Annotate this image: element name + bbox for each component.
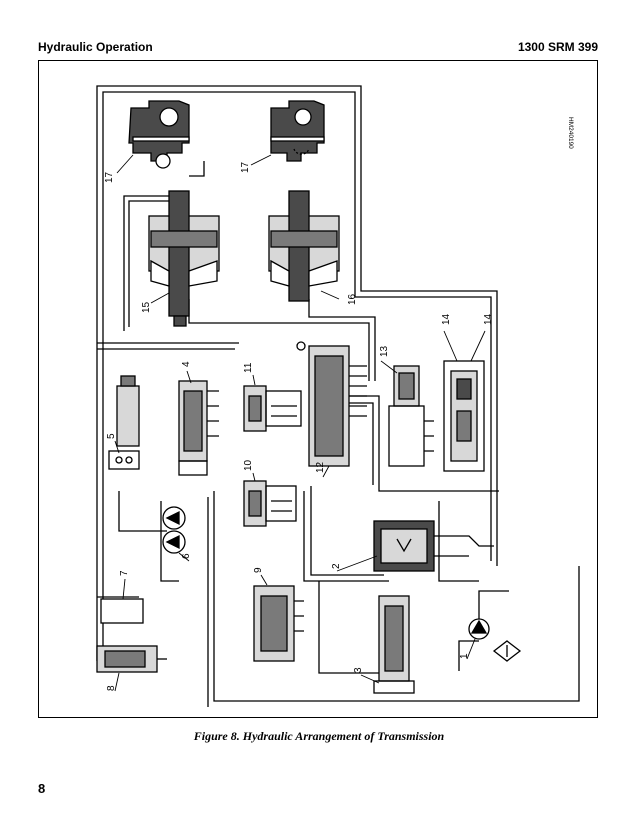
- figure-code: HM240190: [567, 117, 574, 149]
- callout-6: 6: [181, 553, 192, 559]
- page-number: 8: [38, 781, 46, 796]
- callout-12: 12: [315, 461, 326, 473]
- callout-labels: 1 2 3 4 5 6 7 8 9 10 11 12 13 14 14 15 1…: [104, 117, 574, 691]
- document-id: 1300 SRM 399: [517, 40, 598, 54]
- callout-15: 15: [141, 301, 152, 313]
- callout-9: 9: [253, 567, 264, 573]
- callout-5: 5: [106, 433, 117, 439]
- component-13-valve: [388, 365, 434, 467]
- callout-8: 8: [106, 685, 117, 691]
- callout-10: 10: [243, 459, 254, 471]
- callout-13: 13: [379, 345, 390, 357]
- component-17-right: [270, 100, 325, 162]
- callout-14-right: 14: [483, 313, 494, 325]
- callout-1: 1: [459, 653, 470, 659]
- component-1-pump: [468, 618, 522, 662]
- callout-4: 4: [181, 361, 192, 367]
- callout-11: 11: [243, 362, 254, 373]
- callout-3: 3: [353, 667, 364, 673]
- component-2-converter: [373, 520, 494, 572]
- component-7-cooler: [100, 598, 144, 624]
- component-6-pumps: [162, 506, 186, 554]
- component-14-valve: [443, 360, 485, 472]
- component-3-valve: [373, 595, 415, 694]
- callout-16: 16: [347, 293, 358, 305]
- component-10-solenoid: [243, 480, 297, 527]
- hydraulic-diagram: 1 2 3 4 5 6 7 8 9 10 11 12 13 14 14 15 1…: [96, 85, 580, 707]
- component-5-valve: [108, 375, 140, 470]
- callout-7: 7: [119, 570, 130, 576]
- callout-14-left: 14: [441, 313, 452, 325]
- component-12-manifold: [296, 341, 367, 467]
- figure-frame: 1 2 3 4 5 6 7 8 9 10 11 12 13 14 14 15 1…: [38, 60, 598, 718]
- component-11-solenoid: [243, 385, 302, 432]
- component-17-left: [128, 100, 190, 169]
- callout-17-right: 17: [240, 161, 251, 173]
- component-16-clutch: [268, 190, 340, 302]
- callout-17-left: 17: [104, 171, 115, 183]
- component-8-regulator: [96, 645, 167, 673]
- component-9-valve: [253, 585, 304, 662]
- component-4-valve: [178, 380, 219, 476]
- component-15-clutch: [148, 190, 220, 327]
- figure-caption: Figure 8. Hydraulic Arrangement of Trans…: [193, 729, 445, 743]
- callout-2: 2: [331, 563, 342, 569]
- leader-lines: [114, 154, 486, 692]
- section-title: Hydraulic Operation: [38, 40, 153, 54]
